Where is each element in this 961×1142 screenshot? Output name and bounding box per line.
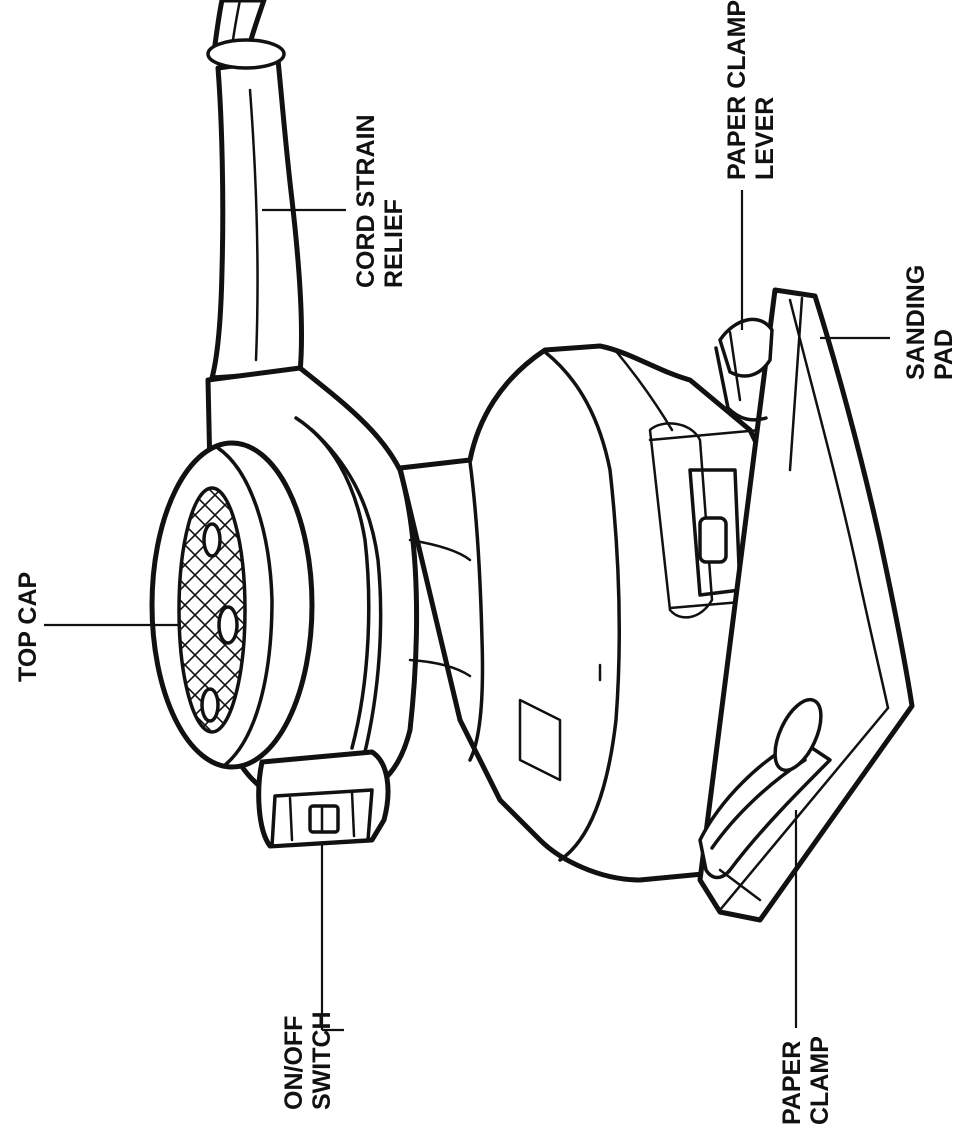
label-paper-clamp: PAPER CLAMP — [778, 1036, 834, 1125]
sanding-pad — [697, 287, 915, 923]
svg-text:CLAMP: CLAMP — [806, 1036, 834, 1125]
paper-clamp-lever — [714, 317, 774, 422]
front-panel — [648, 422, 767, 619]
label-paper-clamp-lever: PAPER CLAMP LEVER — [723, 0, 779, 180]
label-sanding-pad: SANDING PAD — [902, 265, 958, 380]
label-top-cap: TOP CAP — [14, 572, 42, 682]
svg-text:SANDING: SANDING — [902, 265, 930, 380]
dust-port-slot — [698, 516, 728, 564]
svg-text:PAPER: PAPER — [778, 1041, 806, 1125]
sander-body — [397, 343, 803, 883]
svg-text:ON/OFF: ON/OFF — [280, 1016, 308, 1110]
label-on-off-switch: ON/OFF SWITCH — [280, 1011, 336, 1110]
label-cord-strain-relief: CORD STRAIN RELIEF — [352, 114, 408, 288]
svg-text:PAD: PAD — [930, 329, 958, 380]
leader-lines — [44, 190, 890, 1032]
switch-housing — [256, 749, 391, 849]
svg-text:RELIEF: RELIEF — [380, 199, 408, 288]
top-cap — [149, 440, 315, 770]
on-off-switch-button[interactable] — [308, 804, 340, 834]
svg-text:CORD STRAIN: CORD STRAIN — [352, 114, 380, 288]
svg-text:SWITCH: SWITCH — [308, 1011, 336, 1110]
svg-text:PAPER CLAMP: PAPER CLAMP — [723, 0, 751, 180]
paper-clamp — [698, 697, 832, 902]
svg-text:LEVER: LEVER — [751, 97, 779, 180]
